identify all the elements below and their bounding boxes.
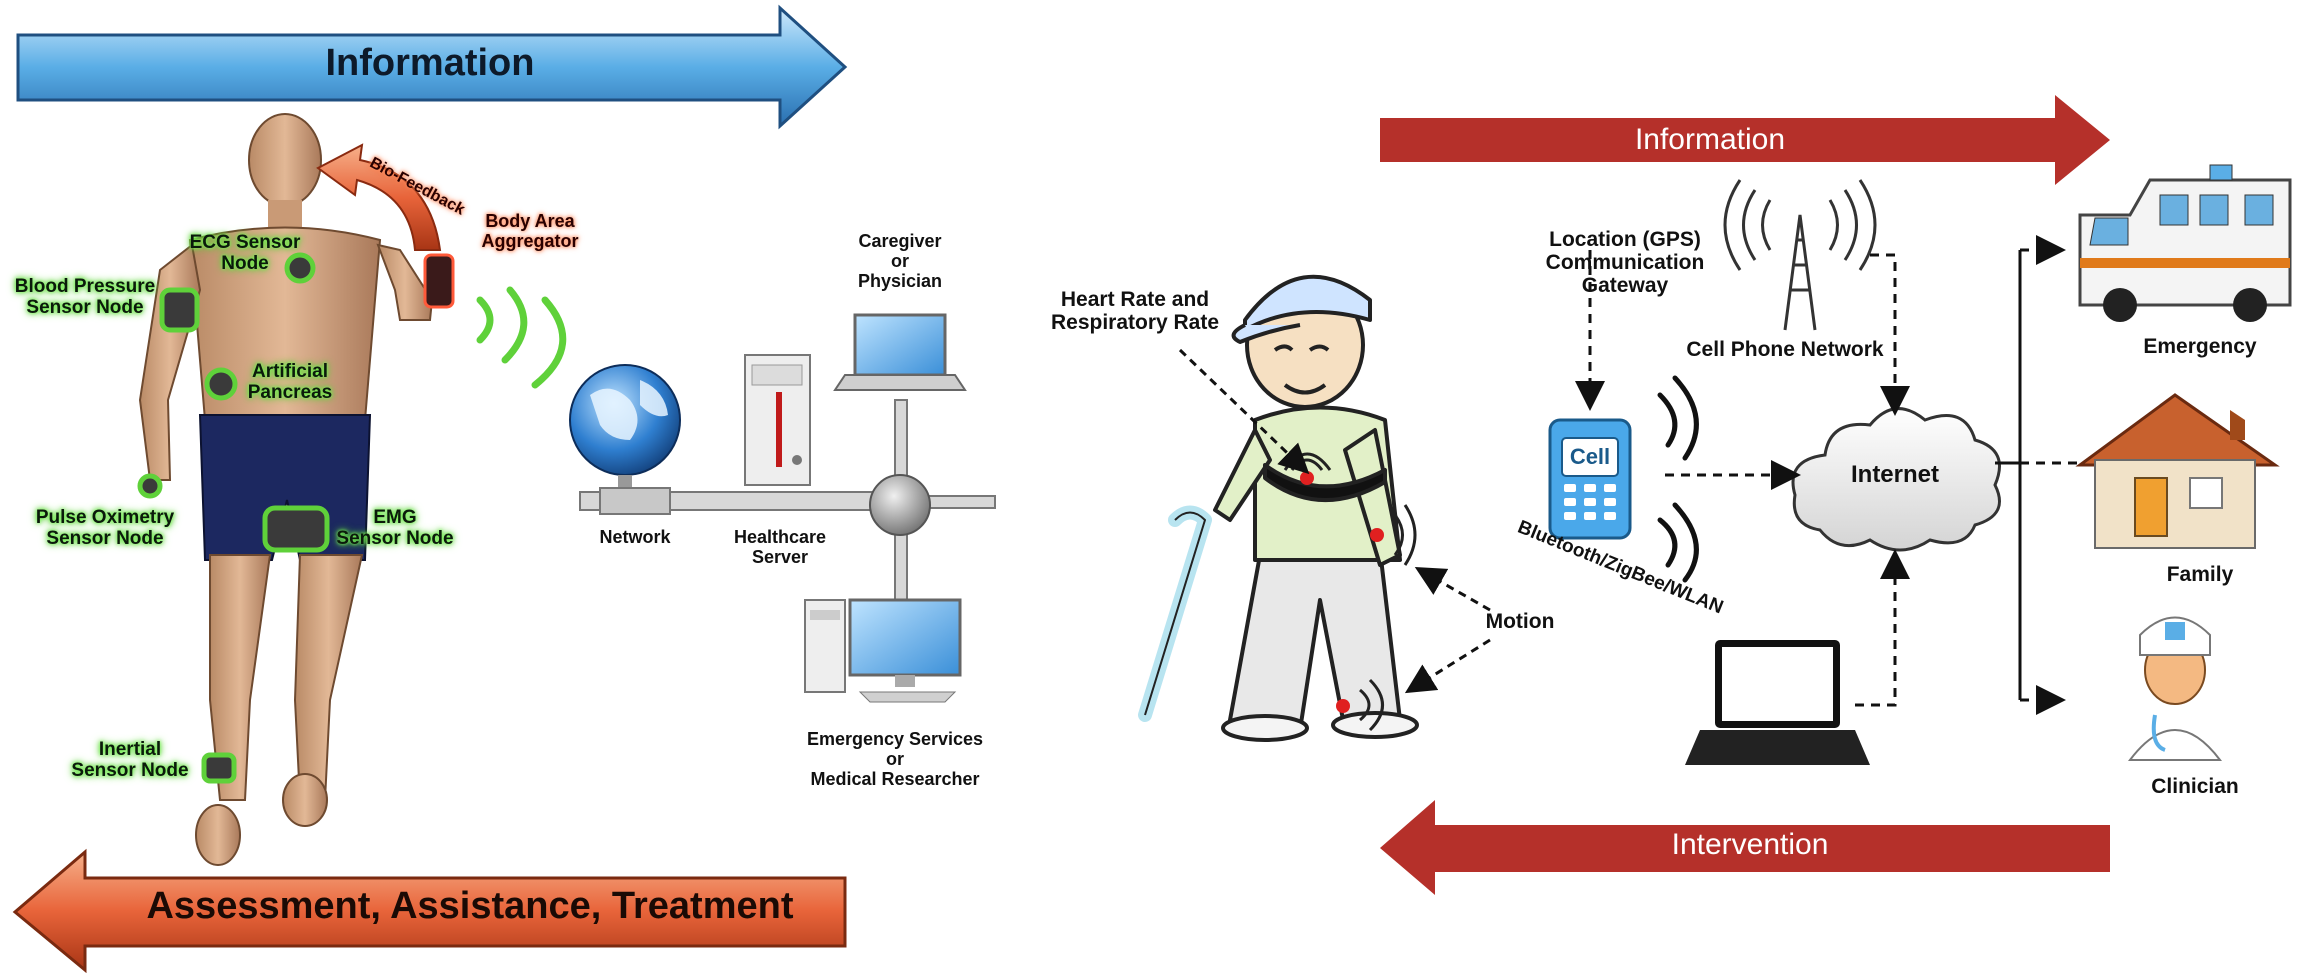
ecg-sensor-label: ECG Sensor Node [189, 232, 301, 274]
emg-sensor-label: EMG Sensor Node [336, 507, 454, 549]
dashed-network-lines [1575, 250, 2141, 707]
network-hub [869, 474, 931, 536]
information-label-left: Information [325, 42, 535, 84]
network-globe-icon [569, 364, 681, 495]
inertial-sensor-node [201, 752, 237, 784]
artificial-pancreas-label: Artificial Pancreas [247, 361, 333, 403]
heart-rate-label: Heart Rate and Respiratory Rate [1050, 288, 1220, 335]
internet-label: Internet [1850, 461, 1939, 488]
clinician-icon [2127, 616, 2223, 761]
blood-pressure-sensor-node [159, 287, 200, 333]
dashed-pointer-arrows [1178, 348, 1491, 694]
recipient-branch-lines [1995, 235, 2066, 715]
laptop-icon-right [1685, 640, 1870, 765]
man-sensor-dots [1300, 471, 1384, 713]
information-label-right: Information [1634, 123, 1786, 156]
body-area-aggregator-label: Body Area Aggregator [481, 211, 579, 251]
cell-label: Cell [1569, 444, 1611, 469]
healthcare-server-label: Healthcare Server [733, 527, 827, 567]
information-arrow-right-panel [1380, 95, 2110, 185]
sensor-nodes [137, 252, 330, 784]
human-body-figure [138, 113, 434, 866]
intervention-arrow [1380, 800, 2110, 895]
caregiver-laptop-icon [833, 313, 967, 391]
phone-waves [1657, 375, 1699, 583]
information-arrow-left-panel [16, 4, 848, 130]
blood-pressure-sensor-label: Blood Pressure Sensor Node [14, 276, 156, 318]
intervention-label: Intervention [1671, 828, 1829, 861]
ambulance-icon [2078, 164, 2292, 322]
emergency-services-computer-icon [804, 598, 962, 703]
pulse-oximetry-sensor-node [137, 473, 163, 499]
internet-cloud [1791, 407, 2001, 552]
ecg-sensor-node [284, 252, 316, 284]
wireless-waves-left [476, 286, 567, 389]
inertial-sensor-label: Inertial Sensor Node [71, 739, 189, 781]
biofeedback-arrow [316, 143, 442, 251]
pulse-oximetry-sensor-label: Pulse Oximetry Sensor Node [35, 507, 175, 549]
treatment-label: Assessment, Assistance, Treatment [146, 885, 794, 927]
emg-sensor-node [262, 505, 330, 553]
emergency-services-label: Emergency Services or Medical Researcher [806, 729, 984, 789]
clinician-label: Clinician [2151, 775, 2239, 798]
network-label: Network [599, 527, 671, 547]
body-area-aggregator-phone [423, 253, 455, 309]
gps-gateway-label: Location (GPS) Communication Gateway [1545, 228, 1705, 298]
caregiver-label: Caregiver or Physician [857, 231, 943, 291]
treatment-arrow [12, 848, 847, 973]
emergency-label: Emergency [2143, 335, 2257, 358]
cell-tower-icon [1723, 179, 1877, 331]
artificial-pancreas-node [204, 367, 238, 401]
healthcare-server-icon [744, 354, 811, 486]
motion-label: Motion [1485, 610, 1555, 633]
cell-phone-icon [1548, 418, 1632, 540]
elderly-man-figure [1138, 274, 1419, 742]
family-label: Family [2166, 563, 2234, 586]
house-icon [2075, 393, 2280, 549]
cell-phone-network-label: Cell Phone Network [1686, 338, 1884, 361]
